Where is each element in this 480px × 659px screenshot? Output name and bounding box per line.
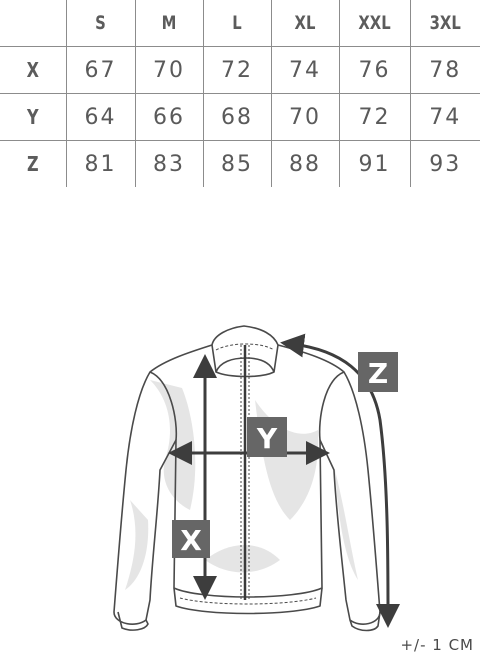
size-header-xl: XL: [278, 0, 332, 47]
tolerance-note: +/- 1 CM: [400, 636, 474, 654]
size-header-row: S M L XL XXL 3XL: [0, 0, 480, 47]
row-label-x: X: [6, 46, 60, 94]
badge-x-label: X: [180, 524, 202, 557]
size-header-m: M: [142, 0, 196, 47]
cell-z-m: 83: [134, 140, 203, 187]
jacket-outline: [113, 325, 381, 632]
cell-z-xl: 88: [270, 140, 339, 187]
row-label-y: Y: [6, 93, 60, 141]
badge-x: X: [172, 520, 210, 558]
left-cuff: [117, 611, 149, 631]
cell-y-xl: 70: [270, 93, 339, 141]
measurement-row-z: Z 81 83 85 88 91 93: [0, 140, 480, 187]
collar-stitching: [215, 343, 275, 351]
jacket-collar: [211, 325, 279, 378]
measurement-row-y: Y 64 66 68 70 72 74: [0, 93, 480, 141]
cell-y-m: 66: [134, 93, 203, 141]
badge-y-label: Y: [256, 422, 278, 455]
cell-x-xl: 74: [270, 46, 339, 94]
cell-z-l: 85: [202, 140, 271, 187]
cell-y-s: 64: [65, 93, 135, 141]
right-sleeve-seam: [318, 371, 345, 441]
size-header-s: S: [73, 0, 128, 47]
size-chart-table: S M L XL XXL 3XL X 67 70 72 74 76 78 Y 6…: [0, 0, 480, 187]
cell-y-xxl: 72: [338, 93, 410, 141]
size-header-l: L: [210, 0, 264, 47]
badge-y: Y: [247, 417, 287, 457]
badge-z-label: Z: [368, 357, 388, 390]
badge-z: Z: [358, 352, 398, 392]
hem-stitching: [179, 597, 317, 605]
cell-y-l: 68: [202, 93, 271, 141]
size-header-xxl: XXL: [346, 0, 403, 47]
cell-x-l: 72: [202, 46, 271, 94]
measurement-row-x: X 67 70 72 74 76 78: [0, 46, 480, 94]
cell-x-m: 70: [134, 46, 203, 94]
size-header-3xl: 3XL: [417, 0, 473, 47]
zipper: [240, 345, 250, 600]
cell-x-xxl: 76: [338, 46, 410, 94]
jacket-body: [113, 344, 381, 625]
cell-z-xxl: 91: [338, 140, 410, 187]
cell-x-3xl: 78: [409, 46, 480, 94]
cell-x-s: 67: [65, 46, 135, 94]
corner-cell: [7, 0, 59, 47]
cell-z-s: 81: [65, 140, 135, 187]
z-measure-arrow: [280, 333, 400, 628]
cell-z-3xl: 93: [409, 140, 480, 187]
row-label-z: Z: [26, 152, 39, 176]
cell-y-3xl: 74: [409, 93, 480, 141]
left-sleeve-seam: [149, 371, 178, 441]
